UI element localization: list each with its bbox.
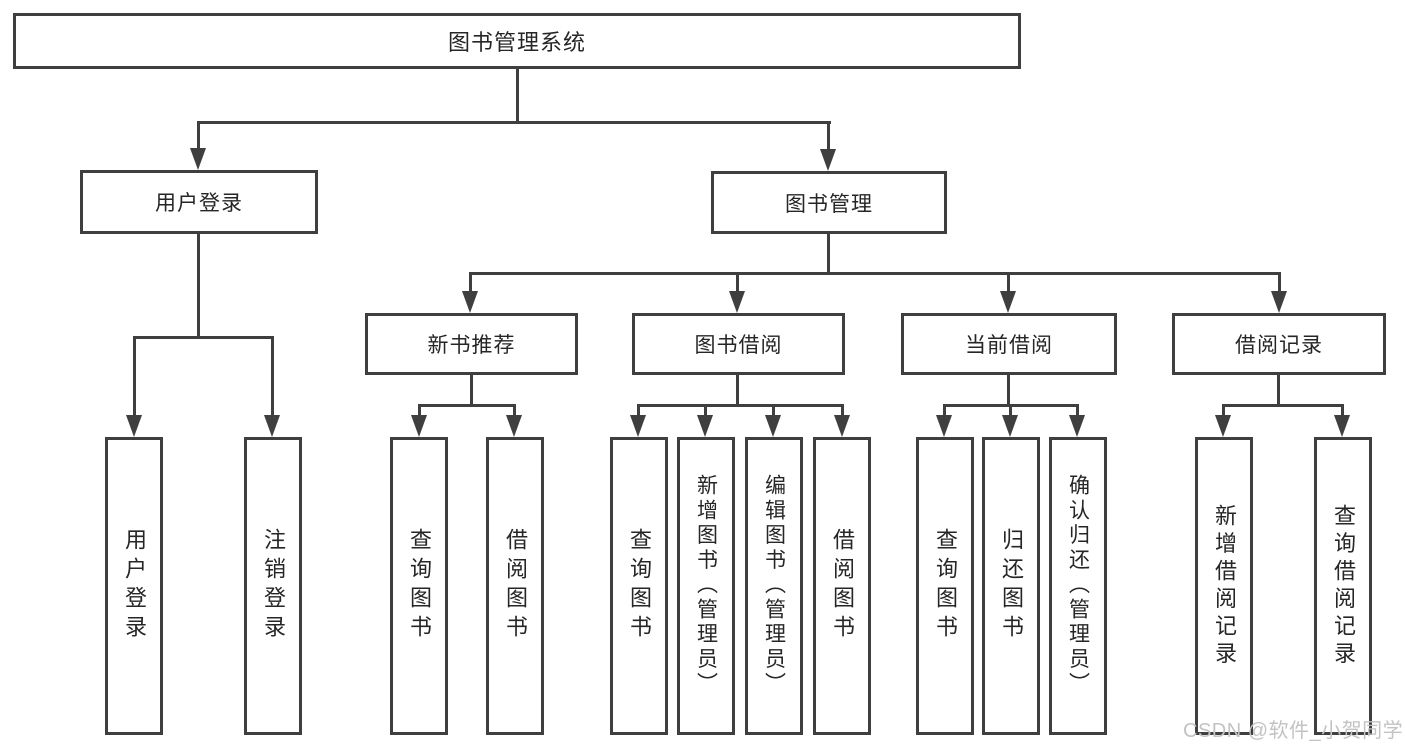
connector-borrowrecords-stem: [1277, 375, 1280, 407]
leaf-logout-label: 注销登录: [261, 527, 286, 645]
arrowhead-nb-borrow: [506, 415, 522, 437]
connector-newbooks-bar: [418, 404, 516, 407]
arrowhead-br-add: [1215, 415, 1231, 437]
connector-stub-leaf-logout: [271, 336, 274, 420]
connector-stub-nb-query: [418, 404, 421, 418]
connector-stub-leaf-userlogin: [133, 336, 136, 420]
connector-stub-borrowrecords: [1278, 272, 1281, 296]
leaf-borrow-add-books-admin-label: 新增图书（管理员）: [694, 474, 718, 698]
csdn-watermark: CSDN @软件_小贺同学: [1183, 720, 1404, 742]
arrowhead-cb-confirm: [1069, 415, 1085, 437]
leaf-user-login-label: 用户登录: [122, 527, 147, 645]
arrowhead-bookborrow: [729, 291, 745, 313]
connector-userlogin-stem: [197, 234, 200, 339]
connector-stub-book-mgmt: [827, 121, 830, 153]
connector-userlogin-bar: [133, 336, 274, 339]
connector-currentborrow-stem: [1007, 375, 1010, 407]
arrowhead-cb-query: [936, 415, 952, 437]
leaf-borrow-edit-books-admin: 编辑图书（管理员）: [745, 437, 803, 735]
connector-stub-br-query: [1341, 404, 1344, 418]
connector-stub-br-add: [1222, 404, 1225, 418]
node-borrow-records-label: 借阅记录: [1235, 334, 1323, 357]
leaf-current-return-books-label: 归还图书: [999, 527, 1024, 645]
leaf-records-add-record-label: 新增借阅记录: [1212, 503, 1237, 669]
leaf-records-add-record: 新增借阅记录: [1195, 437, 1253, 735]
arrowhead-leaf-userlogin: [126, 415, 142, 437]
arrowhead-nb-query: [411, 415, 427, 437]
arrowhead-bb-edit: [765, 415, 781, 437]
connector-stub-bb-query: [637, 404, 640, 418]
leaf-newbooks-borrow-books: 借阅图书: [486, 437, 544, 735]
connector-newbooks-stem: [470, 375, 473, 407]
arrowhead-currentborrow: [1000, 291, 1016, 313]
arrowhead-book-mgmt: [820, 149, 836, 171]
node-current-borrow-label: 当前借阅: [965, 334, 1053, 357]
connector-borrowrecords-bar: [1222, 404, 1344, 407]
connector-level1-bar: [197, 121, 831, 124]
connector-root-stem: [516, 69, 519, 124]
node-root-label: 图书管理系统: [447, 30, 586, 55]
node-book-management-label: 图书管理: [785, 192, 873, 216]
node-book-management: 图书管理: [711, 171, 947, 234]
connector-stub-bb-borrow: [841, 404, 844, 418]
connector-level3-bar: [469, 272, 1280, 275]
arrowhead-bb-add: [697, 415, 713, 437]
connector-bookmgmt-stem: [827, 234, 830, 275]
connector-bookborrow-bar: [637, 404, 844, 407]
node-book-borrow: 图书借阅: [632, 313, 845, 375]
connector-bookborrow-stem: [736, 375, 739, 407]
arrowhead-user-login: [190, 148, 206, 170]
node-new-book-recommend-label: 新书推荐: [427, 334, 516, 357]
connector-stub-cb-query: [943, 404, 946, 418]
node-root: 图书管理系统: [13, 13, 1021, 69]
leaf-logout: 注销登录: [244, 437, 302, 735]
leaf-current-return-books: 归还图书: [982, 437, 1040, 735]
arrowhead-br-query: [1334, 415, 1350, 437]
connector-stub-bb-add: [704, 404, 707, 418]
connector-stub-user-login: [197, 121, 200, 153]
leaf-current-query-books: 查询图书: [916, 437, 974, 735]
connector-stub-newbooks: [469, 272, 472, 296]
connector-stub-cb-confirm: [1076, 404, 1079, 418]
leaf-borrow-borrow-books: 借阅图书: [813, 437, 871, 735]
leaf-records-query-record-label: 查询借阅记录: [1331, 503, 1356, 669]
node-user-login: 用户登录: [80, 170, 318, 234]
leaf-borrow-query-books-label: 查询图书: [627, 527, 652, 645]
arrowhead-leaf-logout: [264, 415, 280, 437]
leaf-current-confirm-return-admin: 确认归还（管理员）: [1049, 437, 1107, 735]
leaf-records-query-record: 查询借阅记录: [1314, 437, 1372, 735]
arrowhead-cb-return: [1002, 415, 1018, 437]
node-borrow-records: 借阅记录: [1172, 313, 1386, 375]
node-book-borrow-label: 图书借阅: [694, 334, 783, 357]
connector-stub-bookborrow: [736, 272, 739, 296]
arrowhead-borrowrecords: [1271, 291, 1287, 313]
connector-stub-nb-borrow: [513, 404, 516, 418]
leaf-newbooks-query-books: 查询图书: [390, 437, 448, 735]
node-current-borrow: 当前借阅: [901, 313, 1117, 375]
connector-stub-bb-edit: [772, 404, 775, 418]
leaf-newbooks-query-books-label: 查询图书: [407, 527, 432, 645]
leaf-newbooks-borrow-books-label: 借阅图书: [503, 527, 528, 645]
arrowhead-newbooks: [462, 291, 478, 313]
leaf-borrow-query-books: 查询图书: [610, 437, 668, 735]
leaf-borrow-borrow-books-label: 借阅图书: [830, 527, 855, 645]
leaf-current-confirm-return-admin-label: 确认归还（管理员）: [1066, 474, 1090, 698]
node-new-book-recommend: 新书推荐: [365, 313, 578, 375]
arrowhead-bb-borrow: [834, 415, 850, 437]
leaf-current-query-books-label: 查询图书: [933, 527, 958, 645]
connector-stub-currentborrow: [1007, 272, 1010, 296]
leaf-borrow-add-books-admin: 新增图书（管理员）: [677, 437, 735, 735]
leaf-borrow-edit-books-admin-label: 编辑图书（管理员）: [762, 474, 786, 698]
arrowhead-bb-query: [630, 415, 646, 437]
connector-stub-cb-return: [1009, 404, 1012, 418]
leaf-user-login: 用户登录: [105, 437, 163, 735]
node-user-login-label: 用户登录: [155, 192, 243, 215]
